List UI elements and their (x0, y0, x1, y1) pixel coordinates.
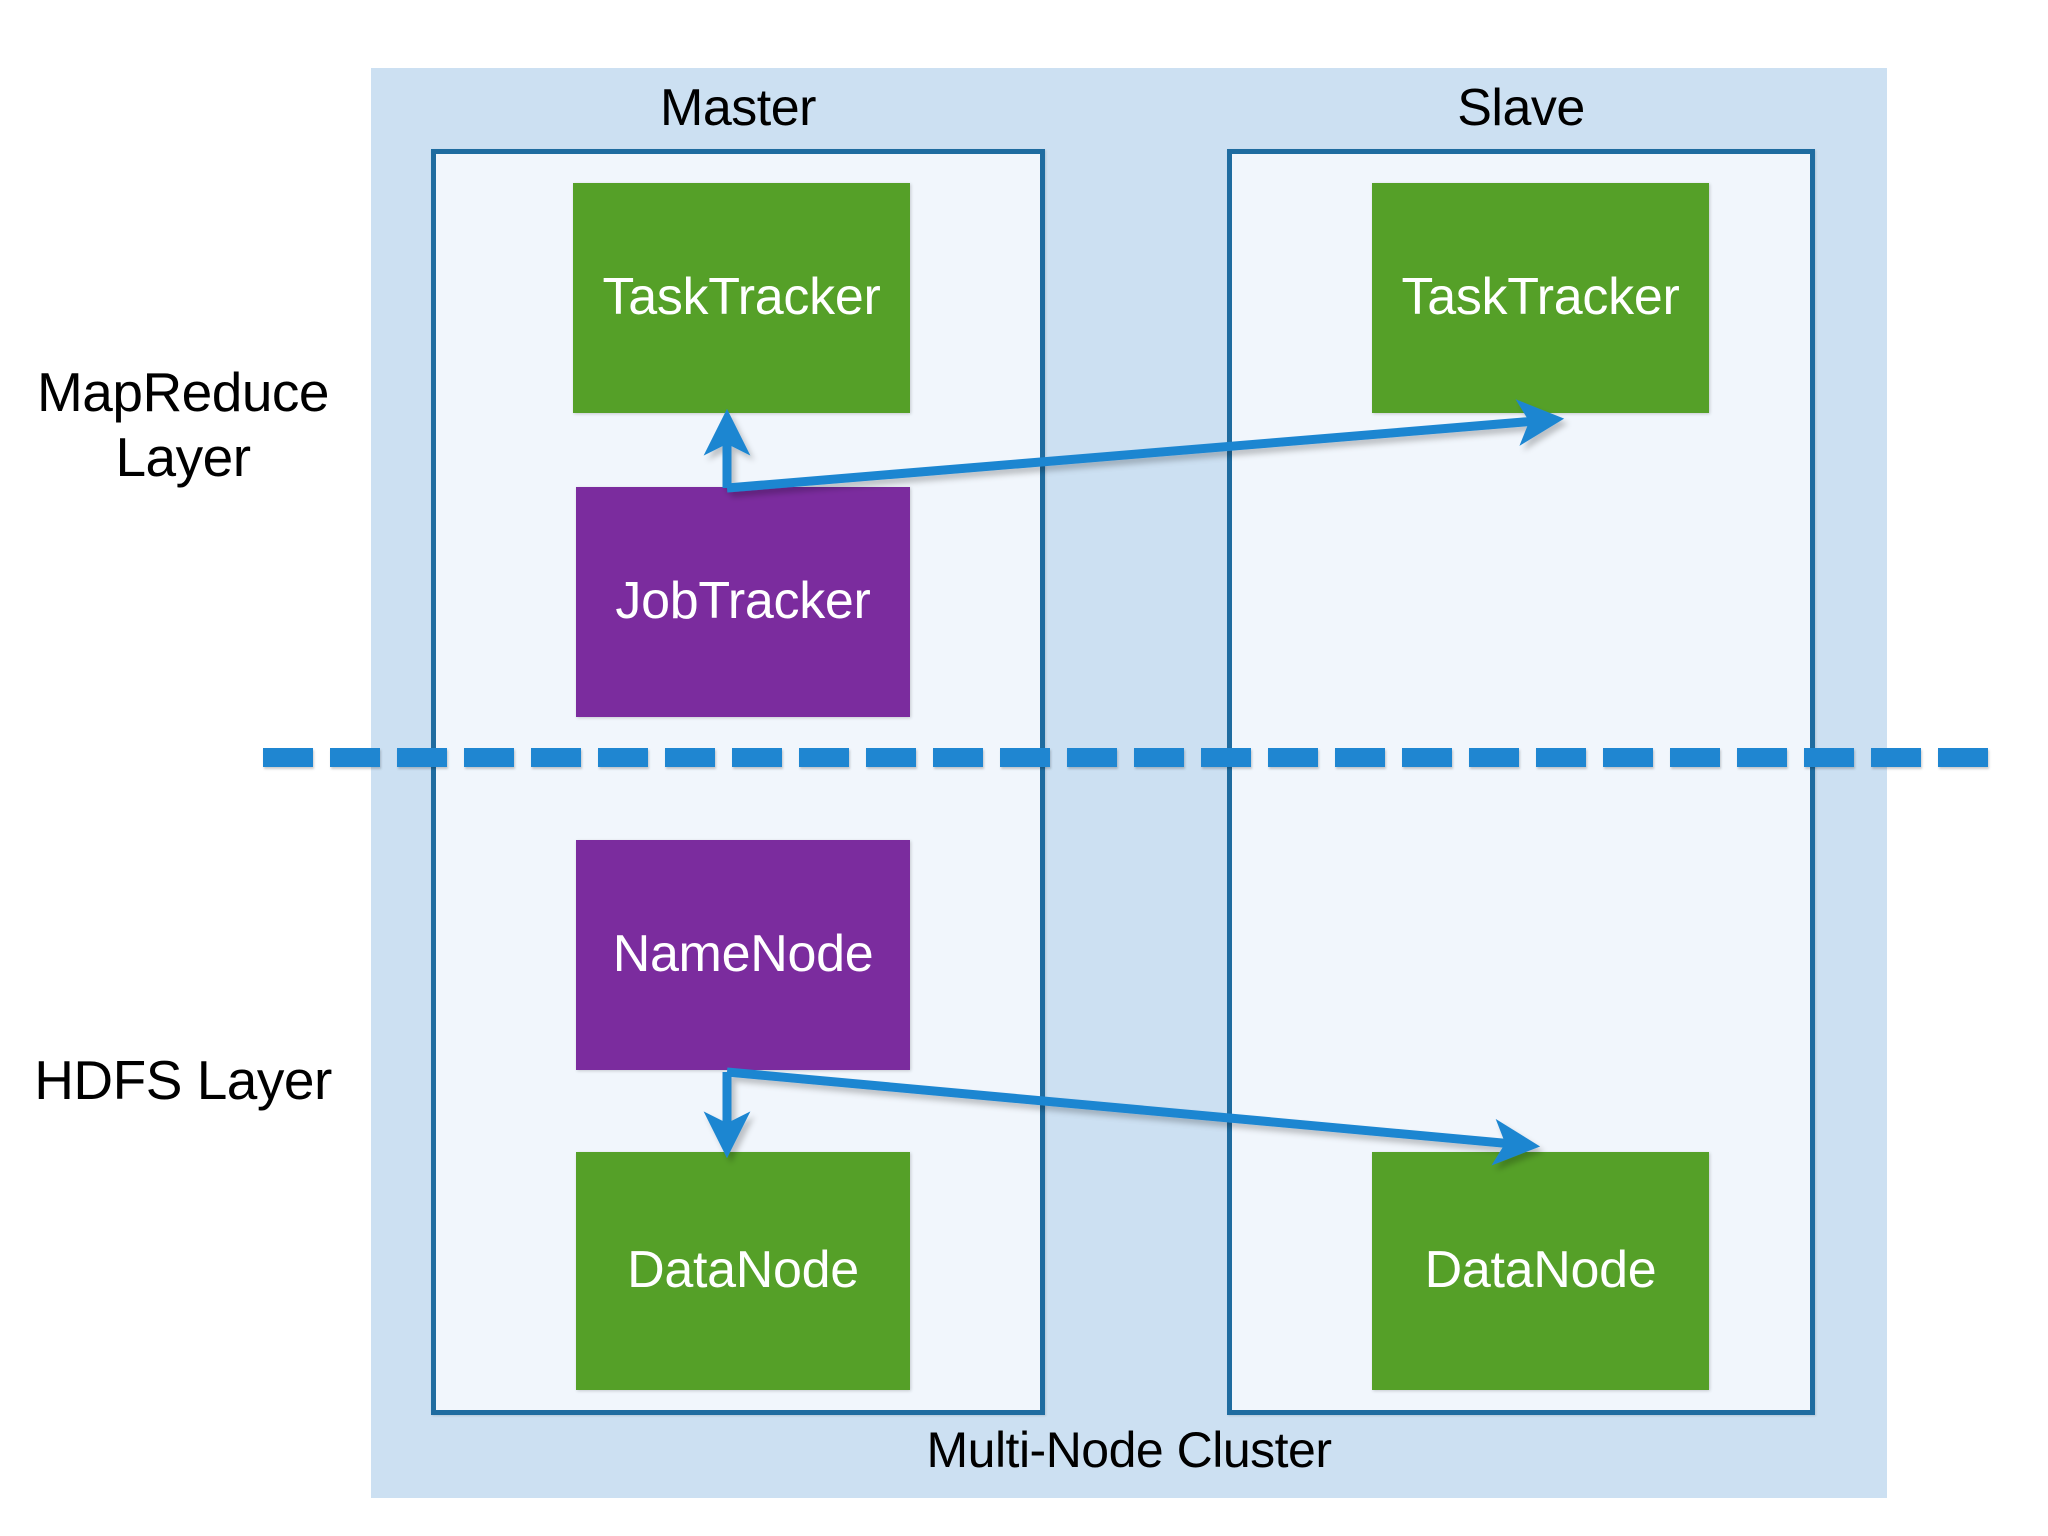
component-datanode-slave[interactable]: DataNode (1372, 1152, 1709, 1390)
cluster-caption: Multi-Node Cluster (926, 1422, 1332, 1478)
component-tasktracker-slave[interactable]: TaskTracker (1372, 183, 1709, 413)
node-title-slave: Slave (1457, 79, 1585, 137)
layer-label-mapreduce: MapReduce Layer (36, 361, 330, 488)
component-datanode-master[interactable]: DataNode (576, 1152, 910, 1390)
component-tasktracker-master[interactable]: TaskTracker (573, 183, 910, 413)
component-namenode-master[interactable]: NameNode (576, 840, 910, 1070)
component-jobtracker-master[interactable]: JobTracker (576, 487, 910, 717)
layer-label-hdfs: HDFS Layer (34, 1049, 332, 1111)
layer-divider-dashed-line (263, 748, 2005, 767)
node-title-master: Master (660, 79, 816, 137)
